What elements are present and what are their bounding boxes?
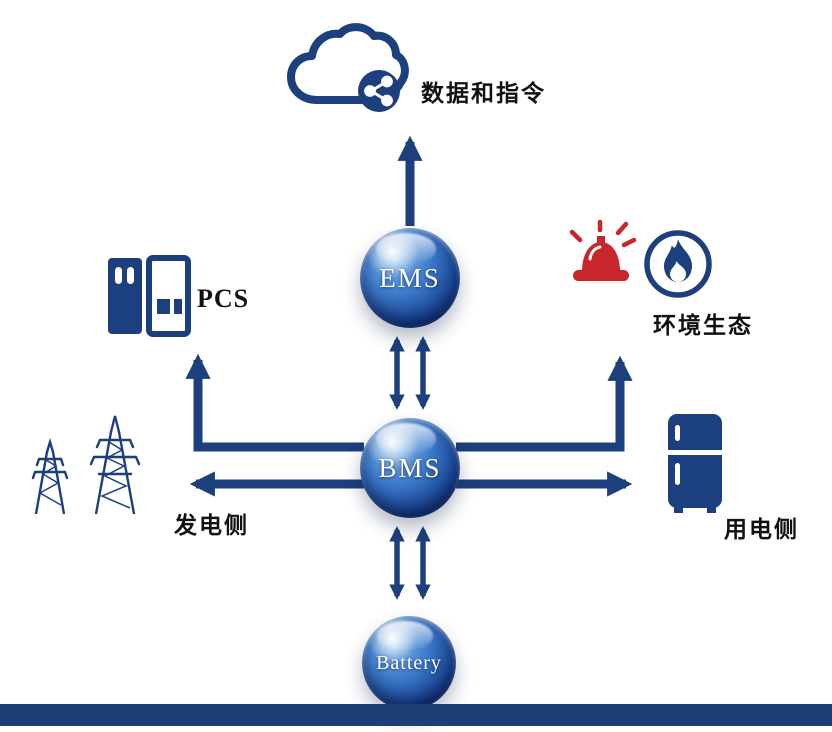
ems-node: EMS bbox=[360, 228, 460, 328]
bms-node-label: BMS bbox=[378, 452, 442, 483]
pcs-label: PCS bbox=[197, 284, 250, 313]
flame-badge-icon bbox=[640, 226, 716, 302]
alarm-siren-icon bbox=[556, 212, 646, 292]
appliance-icon bbox=[662, 412, 728, 516]
pcs-cabinets-icon bbox=[102, 252, 194, 340]
bms-node: BMS bbox=[360, 418, 460, 518]
footer-bar bbox=[0, 704, 832, 726]
cloud-icon bbox=[280, 20, 412, 122]
battery-node-label: Battery bbox=[376, 651, 442, 674]
cloud-label: 数据和指令 bbox=[421, 80, 546, 106]
ems-node-label: EMS bbox=[379, 262, 441, 293]
arrow-bms-to-pcs bbox=[185, 353, 364, 452]
environment-label: 环境生态 bbox=[653, 312, 753, 338]
transmission-towers-icon bbox=[12, 402, 162, 514]
consumption-side-label: 用电侧 bbox=[724, 516, 799, 542]
arrow-bms-to-environment bbox=[456, 355, 633, 452]
generation-side-label: 发电侧 bbox=[174, 512, 249, 538]
battery-node: Battery bbox=[362, 616, 456, 710]
